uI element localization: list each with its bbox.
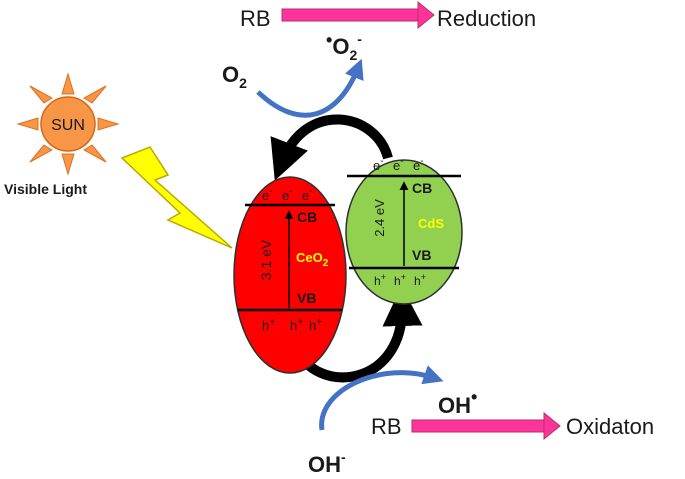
hydroxyl-radical-dot: • (471, 387, 477, 407)
top-reaction-reactant: RB (240, 6, 271, 31)
cds-hole-2: h+ (394, 272, 406, 288)
cds-electron-1: e- (373, 156, 384, 173)
oxygen-reduction-arrow (256, 58, 364, 118)
cds-particle: e- e- e- CB CdS VB 2.4 eV h+ h+ h+ (345, 156, 463, 305)
top-reaction-product: Reduction (437, 6, 536, 31)
hydroxide-sup: - (341, 449, 346, 465)
bottom-reaction-arrow (411, 411, 561, 441)
hydroxide-label: OH- (308, 449, 346, 477)
ceo2-hole-2: h+ (290, 317, 303, 333)
ceo2-band-gap: 3.1 eV (258, 239, 274, 280)
cds-hole-1: h+ (374, 272, 386, 288)
bottom-reaction-reactant: RB (371, 414, 402, 439)
cds-hole-3: h+ (414, 272, 426, 288)
cds-vb-label: VB (412, 247, 431, 263)
ceo2-hole-3: h+ (309, 317, 322, 333)
oxygen-sub: 2 (239, 75, 247, 91)
ceo2-hole-1: h+ (262, 317, 275, 333)
ceo2-vb-label: VB (297, 290, 316, 306)
ceo2-name: CeO2 (296, 250, 329, 269)
sun-icon: SUN (16, 72, 120, 176)
hydroxide-oxidation-arrow (319, 365, 444, 431)
cds-band-gap: 2.4 eV (372, 199, 387, 237)
ceo2-electron-2: e- (282, 186, 293, 203)
bottom-reaction: RB Oxidaton (371, 411, 654, 441)
superoxide-radical-dot: • (326, 30, 332, 50)
hydroxyl-radical-label: OH• (438, 387, 477, 418)
lightning-icon (120, 146, 233, 249)
cds-electron-3: e- (413, 156, 424, 173)
hydroxyl-radical-oh: OH (438, 393, 471, 418)
oxygen-o: O (222, 62, 239, 87)
superoxide-o: O (332, 34, 349, 59)
oxygen-label: O2 (222, 62, 247, 91)
superoxide-sub: 2 (349, 47, 357, 63)
bottom-reaction-product: Oxidaton (566, 414, 654, 439)
ceo2-electron-1: e- (262, 186, 273, 203)
top-reaction: RB Reduction (240, 0, 536, 31)
superoxide-sup: - (357, 31, 362, 47)
electron-transfer-arrow (270, 114, 393, 181)
sun-label: SUN (51, 117, 85, 134)
hydroxide-oh: OH (308, 452, 341, 477)
ceo2-particle: e- e- e- CB CeO2 VB 3.1 eV h+ h+ h+ (233, 176, 347, 374)
ceo2-electron-3: e- (302, 186, 313, 203)
cds-electron-2: e- (393, 156, 404, 173)
superoxide-label: •O2- (326, 30, 362, 63)
cds-name: CdS (418, 216, 444, 231)
ceo2-cb-label: CB (297, 209, 317, 225)
top-reaction-arrow (281, 0, 435, 30)
cds-cb-label: CB (412, 180, 432, 196)
visible-light-caption: Visible Light (4, 181, 87, 197)
